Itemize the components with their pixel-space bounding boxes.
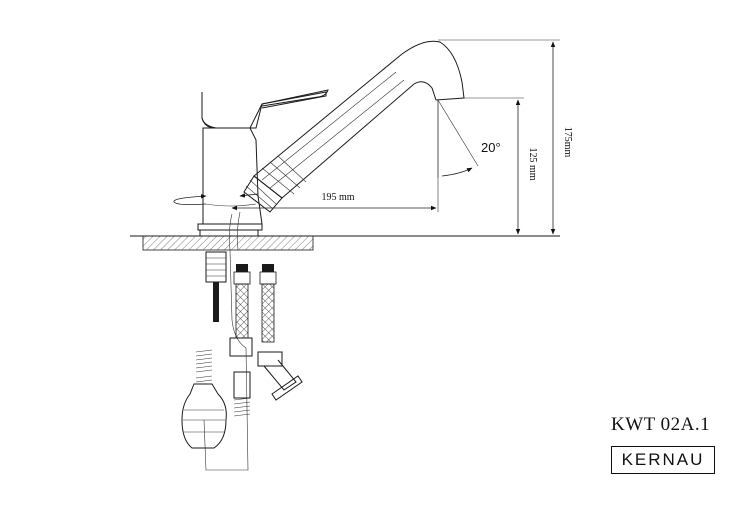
brand-name: KERNAU bbox=[621, 450, 705, 469]
dimension-spout-height: 125 mm bbox=[462, 97, 538, 235]
rotation-arrow bbox=[173, 193, 259, 206]
height-spout-label: 125 mm bbox=[527, 147, 538, 180]
model-code: KWT 02A.1 bbox=[611, 414, 711, 435]
dimension-total-height: 175mm bbox=[438, 39, 573, 235]
counterweight bbox=[181, 383, 227, 449]
pull-out-hose bbox=[203, 211, 249, 471]
faucet-body bbox=[197, 91, 327, 237]
brand-logo-box: KERNAU bbox=[611, 446, 715, 474]
reach-label: 195 mm bbox=[321, 192, 354, 203]
supply-hose-left bbox=[229, 264, 253, 399]
dimension-angle: 20° bbox=[437, 99, 501, 178]
dimension-reach: 195 mm bbox=[231, 100, 439, 212]
hose-spring-coils bbox=[195, 349, 251, 417]
lever-handle bbox=[201, 89, 329, 129]
countertop bbox=[130, 235, 560, 251]
height-total-label: 175mm bbox=[562, 127, 573, 158]
angle-label: 20° bbox=[481, 140, 501, 155]
pull-out-spout bbox=[243, 40, 465, 213]
supply-hose-right bbox=[257, 264, 303, 401]
